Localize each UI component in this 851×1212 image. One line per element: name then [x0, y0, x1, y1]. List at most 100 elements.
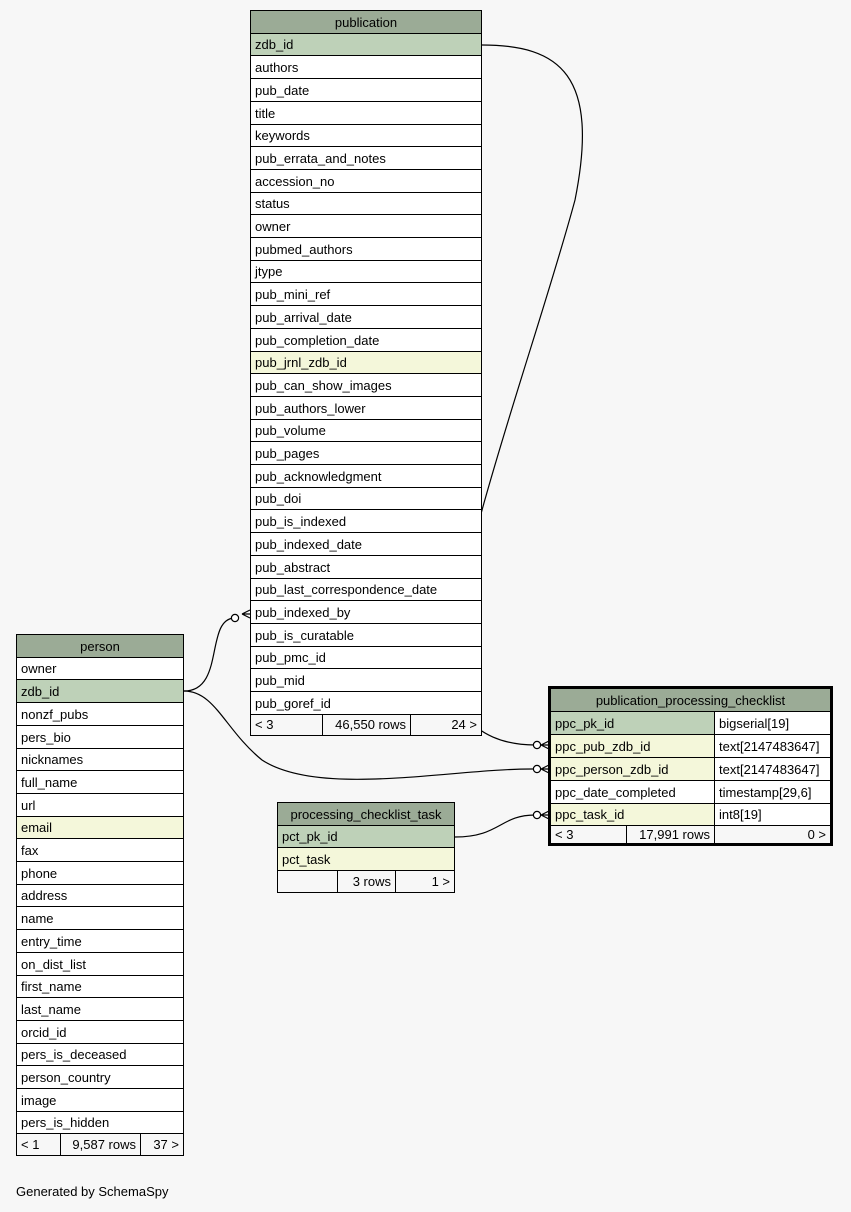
- column-type: text[2147483647]: [715, 758, 830, 780]
- column-row-pub-abstract[interactable]: pub_abstract: [251, 556, 481, 579]
- column-name: pub_pmc_id: [255, 650, 326, 665]
- column-row-zdb-id[interactable]: zdb_id: [17, 680, 183, 703]
- column-name: pubmed_authors: [255, 242, 353, 257]
- column-row-pub-acknowledgment[interactable]: pub_acknowledgment: [251, 465, 481, 488]
- column-row-image[interactable]: image: [17, 1089, 183, 1112]
- children-count[interactable]: 0 >: [807, 827, 826, 842]
- parents-count[interactable]: [278, 871, 338, 892]
- column-row-pub-doi[interactable]: pub_doi: [251, 488, 481, 510]
- column-row-email[interactable]: email: [17, 817, 183, 839]
- column-name: pub_is_indexed: [255, 514, 347, 529]
- column-row-pers-is-deceased[interactable]: pers_is_deceased: [17, 1044, 183, 1066]
- column-row-pub-mini-ref[interactable]: pub_mini_ref: [251, 283, 481, 306]
- column-row-pub-jrnl-zdb-id[interactable]: pub_jrnl_zdb_id: [251, 352, 481, 374]
- column-row-pct-pk-id[interactable]: pct_pk_id: [278, 826, 454, 848]
- parents-count[interactable]: < 3: [251, 715, 323, 735]
- generated-by-footer: Generated by SchemaSpy: [16, 1184, 169, 1199]
- column-row-pers-bio[interactable]: pers_bio: [17, 726, 183, 749]
- parents-count[interactable]: < 1: [17, 1134, 61, 1155]
- column-row-title[interactable]: title: [251, 102, 481, 125]
- column-row-person-country[interactable]: person_country: [17, 1066, 183, 1089]
- column-name: pub_acknowledgment: [255, 469, 382, 484]
- column-name: last_name: [21, 1002, 81, 1017]
- column-row-nonzf-pubs[interactable]: nonzf_pubs: [17, 703, 183, 726]
- column-row-pub-goref-id[interactable]: pub_goref_id: [251, 692, 481, 715]
- children-count[interactable]: 24 >: [451, 717, 477, 732]
- column-row-nicknames[interactable]: nicknames: [17, 749, 183, 771]
- column-row-pub-completion-date[interactable]: pub_completion_date: [251, 329, 481, 352]
- crowfoot-publication-indexed-by: [230, 609, 251, 623]
- column-name: person_country: [21, 1070, 111, 1085]
- row-count: 9,587 rows: [61, 1134, 141, 1155]
- column-row-fax[interactable]: fax: [17, 839, 183, 862]
- table-header-processing-checklist-task[interactable]: processing_checklist_task: [278, 803, 454, 826]
- column-name: pct_pk_id: [282, 829, 338, 844]
- column-row-pub-is-indexed[interactable]: pub_is_indexed: [251, 510, 481, 533]
- column-row-pub-date[interactable]: pub_date: [251, 79, 481, 102]
- column-row-on-dist-list[interactable]: on_dist_list: [17, 953, 183, 976]
- column-name: orcid_id: [21, 1025, 67, 1040]
- table-header-publication-processing-checklist[interactable]: publication_processing_checklist: [551, 689, 830, 712]
- parents-count[interactable]: < 3: [551, 826, 627, 843]
- column-row-last-name[interactable]: last_name: [17, 998, 183, 1021]
- column-row-owner[interactable]: owner: [251, 215, 481, 238]
- column-row-pers-is-hidden[interactable]: pers_is_hidden: [17, 1112, 183, 1134]
- column-row-keywords[interactable]: keywords: [251, 125, 481, 147]
- children-count[interactable]: 1 >: [431, 874, 450, 889]
- column-row-pct-task[interactable]: pct_task: [278, 848, 454, 871]
- column-row-jtype[interactable]: jtype: [251, 261, 481, 283]
- column-row-pub-volume[interactable]: pub_volume: [251, 420, 481, 442]
- column-name: zdb_id: [255, 37, 294, 52]
- column-row-pub-arrival-date[interactable]: pub_arrival_date: [251, 306, 481, 329]
- column-name: pub_doi: [255, 491, 302, 506]
- column-row-pub-pages[interactable]: pub_pages: [251, 442, 481, 465]
- column-row-accession-no[interactable]: accession_no: [251, 170, 481, 193]
- column-row-pub-errata-and-notes[interactable]: pub_errata_and_notes: [251, 147, 481, 170]
- column-row-phone[interactable]: phone: [17, 862, 183, 885]
- column-row-orcid-id[interactable]: orcid_id: [17, 1021, 183, 1044]
- table-header-publication[interactable]: publication: [251, 11, 481, 34]
- column-row-name[interactable]: name: [17, 907, 183, 930]
- column-row-pub-mid[interactable]: pub_mid: [251, 669, 481, 692]
- column-name: accession_no: [255, 174, 335, 189]
- column-row-pub-authors-lower[interactable]: pub_authors_lower: [251, 397, 481, 420]
- column-name: owner: [255, 219, 291, 234]
- column-row-full-name[interactable]: full_name: [17, 771, 183, 794]
- column-row-status[interactable]: status: [251, 193, 481, 215]
- column-name: pub_last_correspondence_date: [255, 582, 438, 597]
- column-name: jtype: [255, 264, 283, 279]
- column-row-pub-pmc-id[interactable]: pub_pmc_id: [251, 647, 481, 669]
- table-header-person[interactable]: person: [17, 635, 183, 658]
- column-row-pub-is-curatable[interactable]: pub_is_curatable: [251, 624, 481, 647]
- column-name: pub_goref_id: [255, 696, 331, 711]
- column-row-zdb-id[interactable]: zdb_id: [251, 34, 481, 56]
- column-row-pub-indexed-by[interactable]: pub_indexed_by: [251, 601, 481, 624]
- children-count[interactable]: 37 >: [153, 1137, 179, 1152]
- column-row-pub-last-correspondence-date[interactable]: pub_last_correspondence_date: [251, 579, 481, 601]
- column-type: text[2147483647]: [715, 735, 830, 757]
- column-row-pub-can-show-images[interactable]: pub_can_show_images: [251, 374, 481, 397]
- column-row-owner[interactable]: owner: [17, 658, 183, 680]
- column-row-authors[interactable]: authors: [251, 56, 481, 79]
- column-row-first-name[interactable]: first_name: [17, 976, 183, 998]
- column-name: pub_date: [255, 83, 310, 98]
- column-row-entry-time[interactable]: entry_time: [17, 930, 183, 953]
- column-type: int8[19]: [715, 804, 830, 825]
- table-processing-checklist-task[interactable]: processing_checklist_task pct_pk_id pct_ta…: [277, 802, 455, 893]
- column-name: pers_is_hidden: [21, 1115, 110, 1130]
- column-row-pub-indexed-date[interactable]: pub_indexed_date: [251, 533, 481, 556]
- column-name: image: [21, 1093, 57, 1108]
- column-row-pubmed-authors[interactable]: pubmed_authors: [251, 238, 481, 261]
- column-row-address[interactable]: address: [17, 885, 183, 907]
- column-row-url[interactable]: url: [17, 794, 183, 817]
